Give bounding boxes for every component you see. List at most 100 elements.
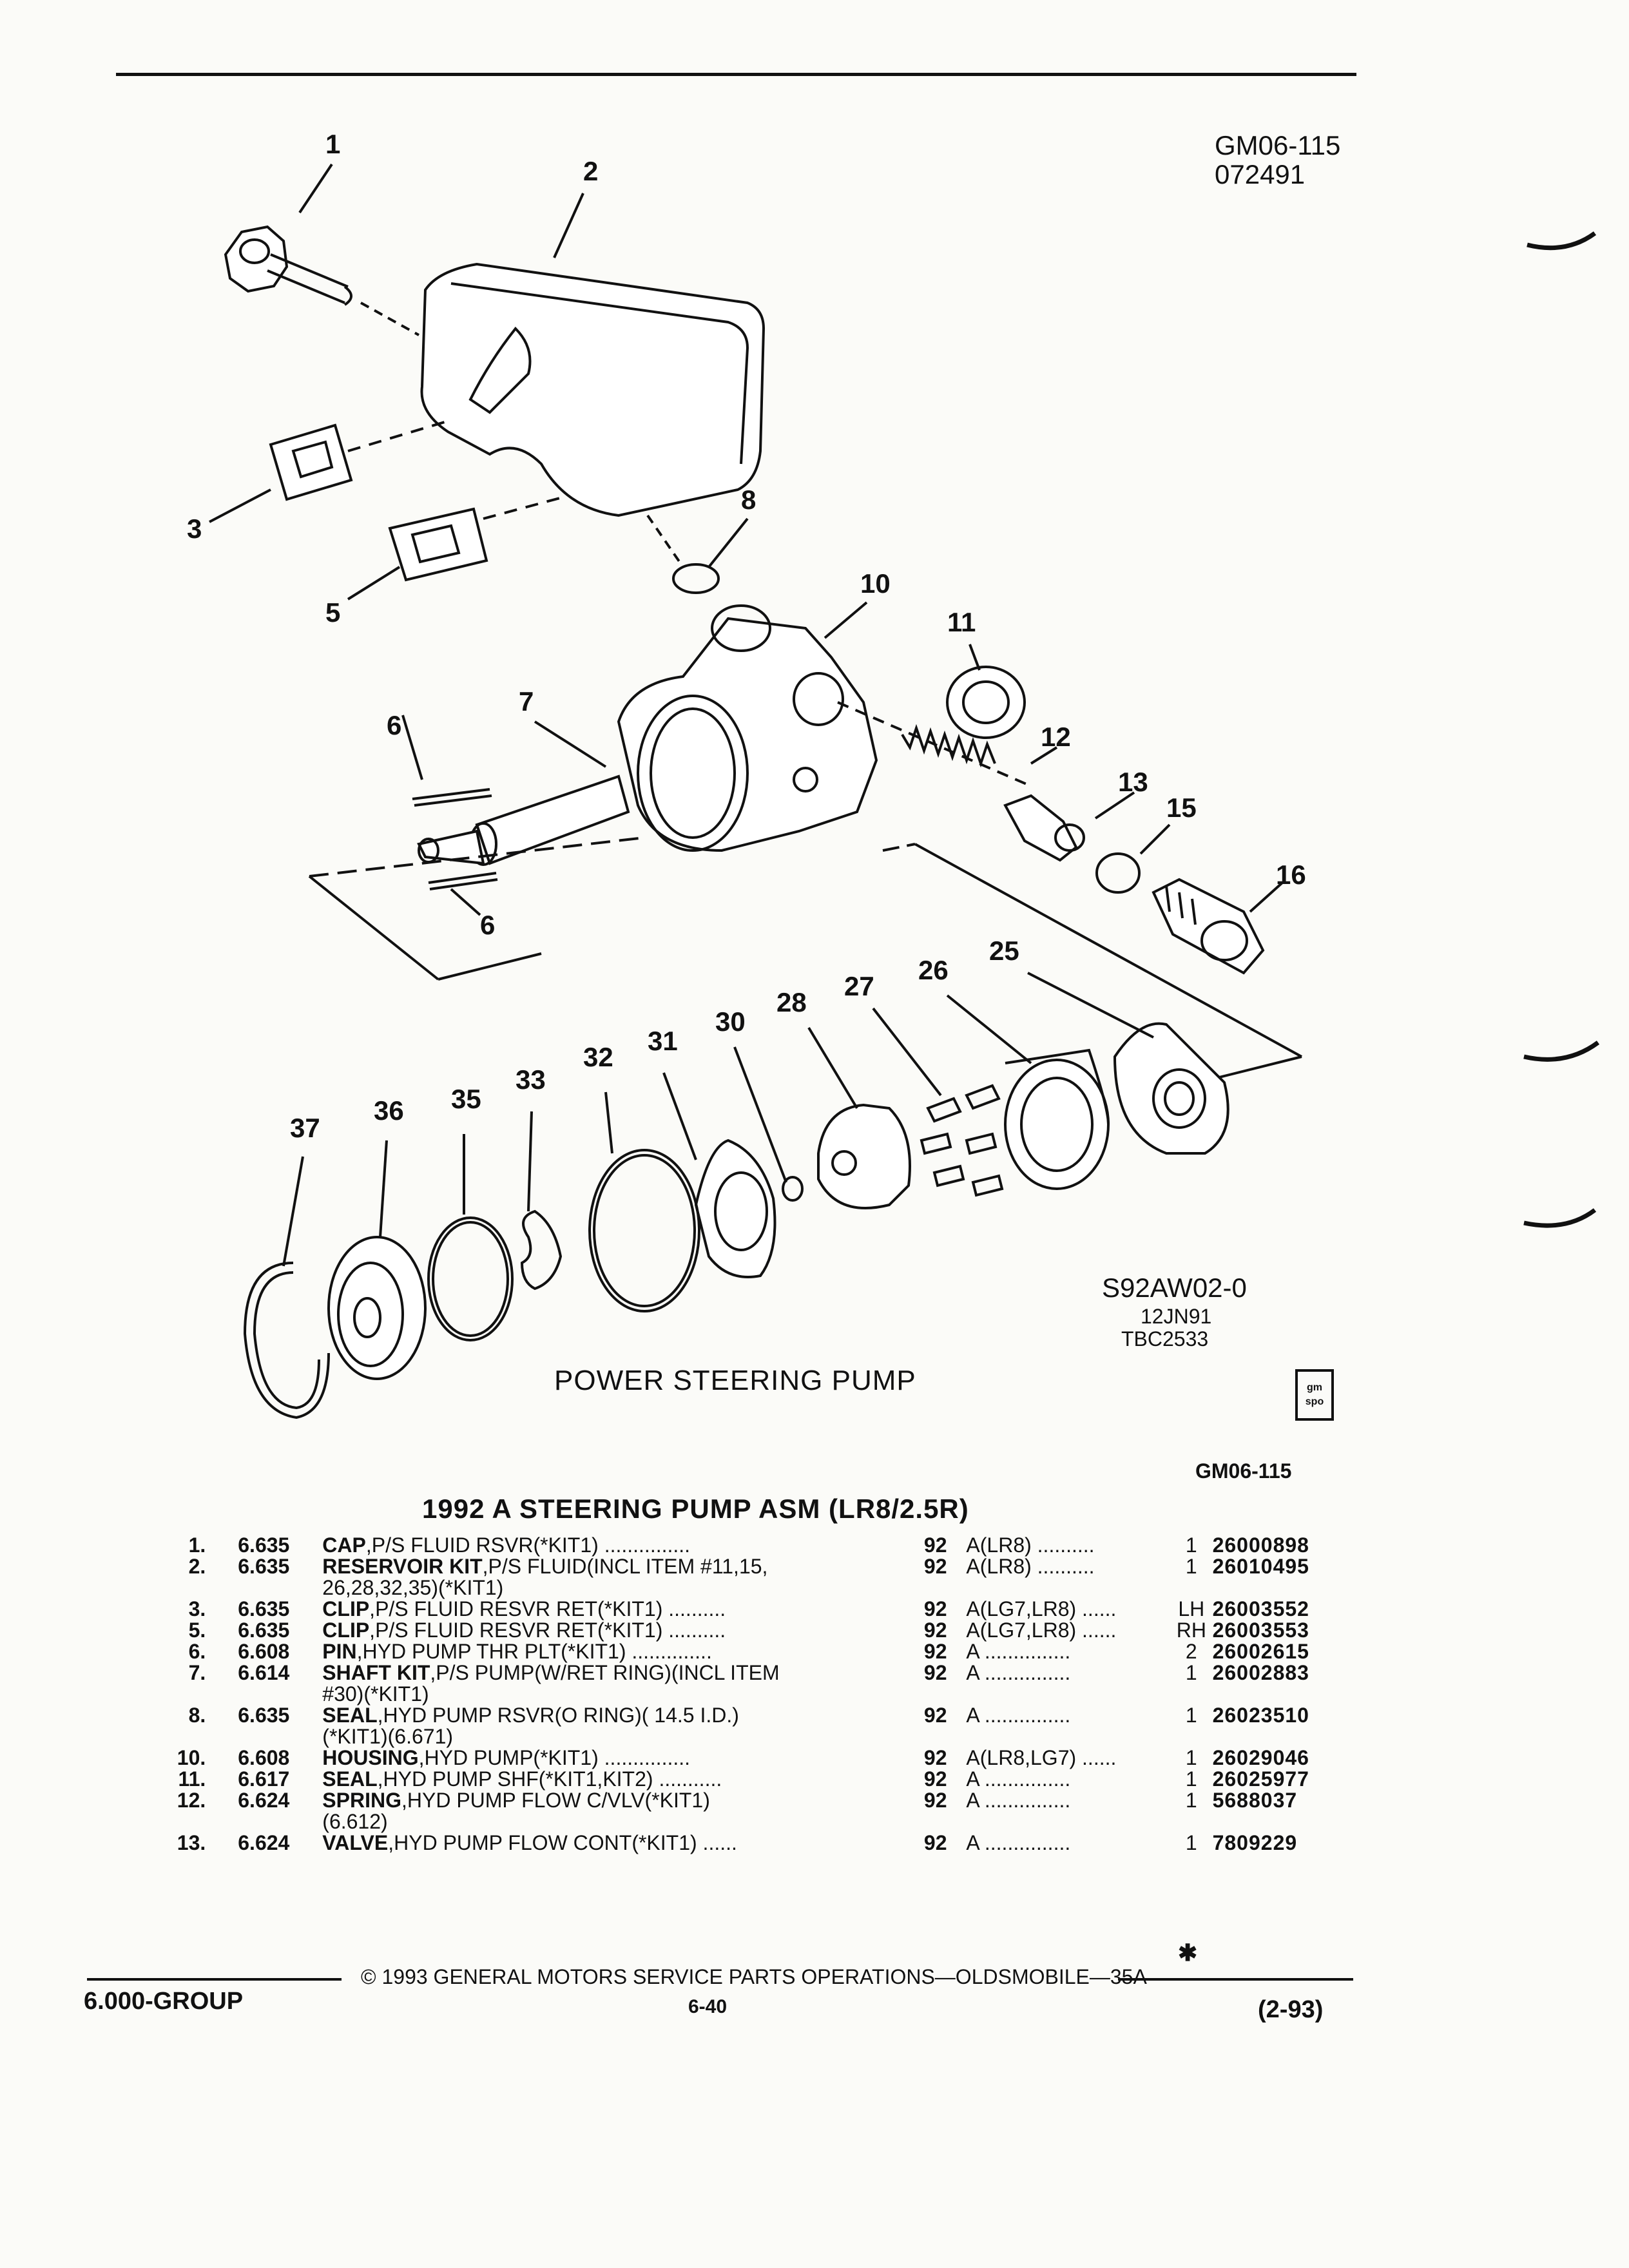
part-pn: 5688037 xyxy=(1212,1789,1298,1812)
part-group: 6.635 xyxy=(238,1555,290,1578)
diagram-date-code: 072491 xyxy=(1215,159,1306,189)
drawing-code: S92AW02-0 xyxy=(1102,1273,1247,1303)
model-code: A(LG7,LR8) xyxy=(966,1619,1077,1642)
clip-part-5 xyxy=(388,495,568,582)
part-group: 6.624 xyxy=(238,1831,290,1854)
parts-row: 2. 6.635 RESERVOIR KIT,P/S FLUID(INCL ITEM… xyxy=(129,1556,1353,1599)
footer-page-number: 6-40 xyxy=(688,1996,728,2017)
part-year: 92 xyxy=(923,1789,947,1812)
callout-label: 12 xyxy=(1041,722,1071,752)
model-code: A(LG7,LR8) xyxy=(966,1597,1077,1620)
part-number: 3. xyxy=(188,1597,206,1620)
model-leader: ............... xyxy=(984,1831,1071,1854)
model-leader: ............... xyxy=(984,1704,1071,1727)
part-qty: 1 xyxy=(1185,1661,1197,1684)
part-qty: 1 xyxy=(1185,1767,1197,1791)
model-code: A(LR8) xyxy=(966,1533,1032,1557)
callout-label: 5 xyxy=(325,597,340,628)
model-code: A(LR8,LG7) xyxy=(966,1746,1077,1769)
part-pn: 26025977 xyxy=(1212,1767,1309,1791)
part-description: PIN,HYD PUMP THR PLT(*KIT1) ............… xyxy=(322,1641,924,1662)
part-number: 11. xyxy=(178,1767,206,1791)
desc-leader: .............. xyxy=(631,1640,712,1663)
part-group: 6.608 xyxy=(238,1746,290,1769)
part-description: SEAL,HYD PUMP RSVR(O RING)( 14.5 I.D.) (… xyxy=(322,1705,924,1747)
model-leader: .......... xyxy=(1037,1555,1095,1578)
part-description: SEAL,HYD PUMP SHF(*KIT1,KIT2) ..........… xyxy=(322,1769,924,1790)
model-code: A xyxy=(966,1661,979,1684)
part-name: CLIP xyxy=(322,1619,370,1642)
spring-part xyxy=(901,724,996,768)
part-model: A ............... xyxy=(966,1705,1170,1747)
part-year: 92 xyxy=(923,1533,947,1557)
part-qty: RH xyxy=(1176,1619,1206,1642)
callout-label: 30 xyxy=(715,1006,746,1037)
part-description: CAP,P/S FLUID RSVR(*KIT1) ..............… xyxy=(322,1535,924,1556)
callout-label: 8 xyxy=(741,485,756,515)
fitting-part xyxy=(1152,878,1265,975)
part-year: 92 xyxy=(923,1619,947,1642)
gm-spo-logo: gm spo xyxy=(1295,1369,1334,1421)
part-name: HOUSING xyxy=(322,1746,419,1769)
part-desc-cont: (*KIT1)(6.671) xyxy=(322,1725,454,1748)
callout-label: 35 xyxy=(451,1084,481,1114)
model-leader: ............... xyxy=(984,1789,1071,1812)
housing-part xyxy=(617,604,878,852)
part-year: 92 xyxy=(923,1831,947,1854)
end-cover-part xyxy=(327,1236,427,1380)
callout-label: 27 xyxy=(844,971,874,1001)
part-description: RESERVOIR KIT,P/S FLUID(INCL ITEM #11,15… xyxy=(322,1556,924,1599)
model-code: A(LR8) xyxy=(966,1555,1032,1578)
part-year: 92 xyxy=(923,1767,947,1791)
part-name: SPRING xyxy=(322,1789,401,1812)
logo-text-spo: spo xyxy=(1305,1396,1324,1407)
footer-revision: (2-93) xyxy=(1258,1996,1324,2023)
part-desc: ,P/S FLUID RSVR(*KIT1) xyxy=(365,1533,599,1557)
plate-part-25 xyxy=(1113,1022,1229,1155)
callout-label: 11 xyxy=(947,607,976,637)
section-title: 1992 A STEERING PUMP ASM (LR8/2.5R) xyxy=(422,1494,969,1524)
model-code: A xyxy=(966,1640,979,1663)
part-group: 6.614 xyxy=(238,1661,290,1684)
model-leader: ............... xyxy=(984,1767,1071,1791)
top-rule xyxy=(116,73,1356,76)
part-qty: LH xyxy=(1178,1597,1205,1620)
part-number: 12. xyxy=(177,1789,206,1812)
model-code: A xyxy=(966,1789,979,1812)
part-qty: 2 xyxy=(1185,1640,1197,1663)
part-number: 2. xyxy=(188,1555,206,1578)
callout-labels: 1 2 3 5 6 7 8 10 11 12 13 15 16 6 25 26 … xyxy=(187,129,1306,1143)
part-qty: 1 xyxy=(1185,1704,1197,1727)
part-number: 1. xyxy=(188,1533,206,1557)
part-desc: ,HYD PUMP SHF(*KIT1,KIT2) xyxy=(377,1767,653,1791)
part-model: A ............... xyxy=(966,1832,1170,1866)
part-number: 13. xyxy=(177,1831,206,1854)
footer-rule-left xyxy=(87,1978,342,1981)
part-pn: 26002615 xyxy=(1212,1640,1309,1663)
diagram-code-top: GM06-115 xyxy=(1215,130,1341,160)
part-group: 6.624 xyxy=(238,1789,290,1812)
callout-label: 3 xyxy=(187,514,202,544)
model-leader: ............... xyxy=(984,1640,1071,1663)
part-name: SEAL xyxy=(322,1767,378,1791)
parts-table: 1. 6.635 CAP,P/S FLUID RSVR(*KIT1) .......… xyxy=(129,1535,1353,1866)
part-number: 10. xyxy=(177,1746,206,1769)
part-name: CAP xyxy=(322,1533,366,1557)
part-model: A(LG7,LR8) ...... xyxy=(966,1599,1170,1620)
part-desc: ,P/S FLUID RESVR RET(*KIT1) xyxy=(369,1597,663,1620)
part-model: A ............... xyxy=(966,1769,1170,1790)
model-leader: ...... xyxy=(1082,1619,1117,1642)
part-pn: 26000898 xyxy=(1212,1533,1309,1557)
diagram-caption: POWER STEERING PUMP xyxy=(554,1365,916,1396)
part-model: A(LR8) .......... xyxy=(966,1535,1170,1556)
diagram-code-bottom: GM06-115 xyxy=(1195,1459,1292,1483)
asterisk-mark: ✱ xyxy=(1178,1939,1198,1966)
